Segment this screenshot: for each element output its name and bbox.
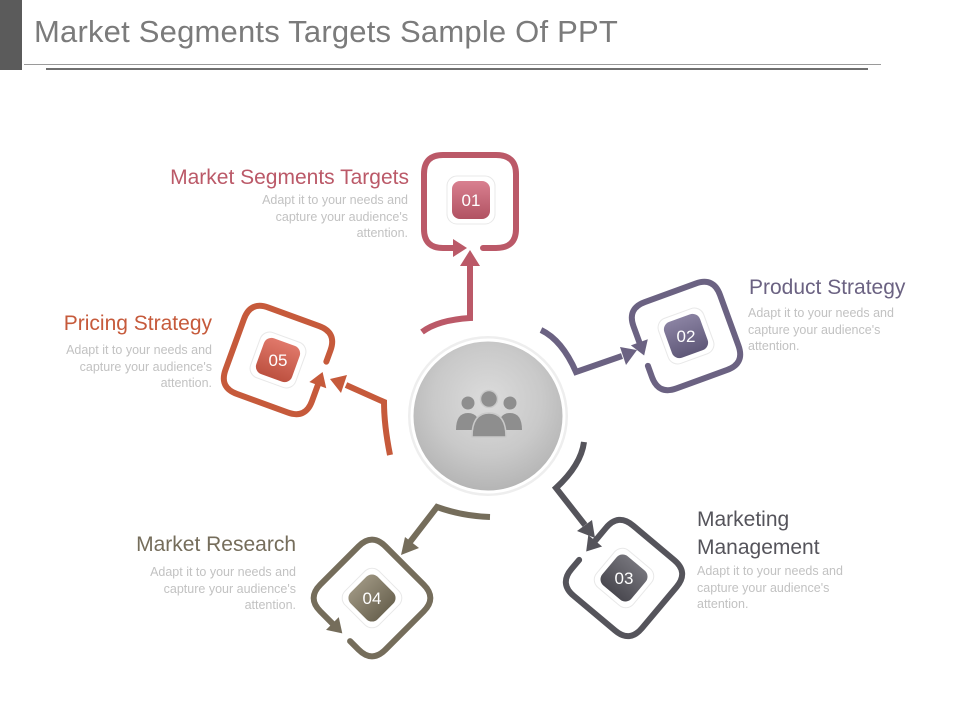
- desc-line: capture your audience's: [275, 209, 408, 224]
- desc-line: capture your audience's: [79, 359, 212, 374]
- connector-04: [401, 503, 491, 555]
- title-divider: [24, 64, 881, 65]
- connector-02: [539, 327, 637, 376]
- desc-line: attention.: [244, 598, 296, 612]
- desc-line: Adapt it to your needs and: [66, 343, 212, 357]
- step-frame-01: [421, 152, 519, 257]
- connector-05: [330, 375, 393, 456]
- desc-line: Adapt it to your needs and: [262, 193, 408, 207]
- step-label-01: Market Segments Targets: [170, 166, 409, 189]
- title-accent-bar: [0, 0, 22, 70]
- step-label-04: Market Research: [136, 533, 296, 556]
- step-desc-01: Adapt it to your needs and capture your …: [228, 192, 408, 242]
- desc-line: Adapt it to your needs and: [697, 564, 843, 578]
- desc-line: attention.: [748, 339, 800, 353]
- step-desc-05: Adapt it to your needs and capture your …: [32, 342, 212, 392]
- desc-line: Adapt it to your needs and: [748, 306, 894, 320]
- desc-line: attention.: [160, 376, 212, 390]
- step-frame-03: [562, 516, 686, 640]
- desc-line: capture your audience's: [748, 322, 881, 337]
- step-number-01: 01: [462, 191, 481, 210]
- connector-01: [420, 250, 480, 335]
- step-label-03: Marketing Management: [697, 506, 820, 562]
- connector-03: [551, 441, 595, 538]
- page-title: Market Segments Targets Sample Of PPT: [34, 14, 619, 49]
- step-number-04: 04: [363, 589, 382, 608]
- step-desc-02: Adapt it to your needs and capture your …: [748, 305, 928, 355]
- group-people-icon: [456, 389, 522, 438]
- step-number-02: 02: [677, 327, 696, 346]
- step-label-02: Product Strategy: [749, 276, 906, 299]
- desc-line: attention.: [697, 597, 749, 611]
- desc-line: capture your audience's: [163, 581, 296, 596]
- label-line: Marketing: [697, 508, 790, 531]
- desc-line: Adapt it to your needs and: [150, 565, 296, 579]
- step-desc-03: Adapt it to your needs and capture your …: [697, 563, 877, 613]
- step-number-03: 03: [615, 569, 634, 588]
- desc-line: capture your audience's: [697, 580, 830, 595]
- label-line: Management: [697, 536, 820, 559]
- desc-line: attention.: [356, 226, 408, 240]
- step-desc-04: Adapt it to your needs and capture your …: [116, 564, 296, 614]
- title-divider-thick: [46, 68, 868, 70]
- step-frame-04: [310, 536, 434, 660]
- step-frame-02: [628, 278, 744, 394]
- step-label-05: Pricing Strategy: [63, 312, 212, 335]
- step-number-05: 05: [269, 351, 288, 370]
- step-frame-05: [220, 302, 336, 418]
